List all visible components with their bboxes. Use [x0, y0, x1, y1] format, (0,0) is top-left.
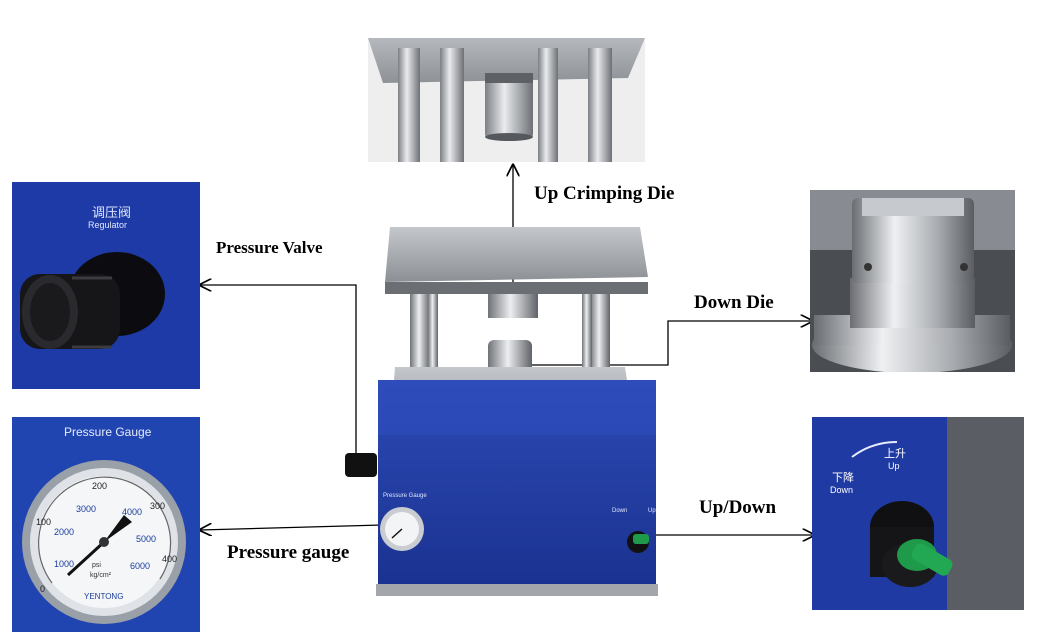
svg-text:100: 100: [36, 517, 51, 527]
gauge-panel-title: Pressure Gauge: [64, 425, 152, 439]
svg-text:4000: 4000: [122, 507, 142, 517]
pressure-valve-arrow: [200, 285, 357, 463]
svg-text:0: 0: [40, 584, 45, 594]
machine-switch-up: Up: [648, 508, 656, 514]
svg-text:5000: 5000: [136, 534, 156, 544]
svg-text:400: 400: [162, 554, 177, 564]
svg-text:YENTONG: YENTONG: [84, 592, 123, 601]
switch-knob-icon: [897, 539, 953, 576]
label-down-die: Down Die: [694, 292, 774, 313]
label-up-down: Up/Down: [699, 497, 777, 518]
switch-up-cn: 上升: [884, 448, 906, 460]
machine-gauge-label: Pressure Gauge: [383, 493, 427, 499]
down-die-photo: [810, 190, 1015, 372]
label-pressure-gauge: Pressure gauge: [227, 542, 350, 563]
gauge-needle-icon: [66, 540, 106, 577]
svg-text:6000: 6000: [130, 561, 150, 571]
svg-text:300: 300: [150, 501, 165, 511]
label-up-crimping-die: Up Crimping Die: [534, 183, 675, 204]
regulator-label-cn: 调压阀: [92, 205, 132, 220]
upper-die-photo: [368, 38, 645, 162]
svg-text:200: 200: [92, 481, 107, 491]
svg-text:3000: 3000: [76, 504, 96, 514]
regulator-knob-icon: [20, 252, 165, 349]
gauge-scale: [38, 476, 172, 584]
switch-down-en: Down: [830, 485, 854, 495]
regulator-photo: 调压阀 Regulator: [12, 182, 200, 389]
label-pressure-valve: Pressure Valve: [216, 238, 323, 257]
machine-switch-down: Down: [612, 508, 628, 514]
pressure-gauge-arrow: [200, 525, 384, 530]
svg-text:psi: psi: [92, 562, 101, 569]
switch-up-en: Up: [888, 461, 900, 471]
switch-down-cn: 下降: [832, 472, 854, 484]
svg-text:1000: 1000: [54, 559, 74, 569]
svg-text:2000: 2000: [54, 527, 74, 537]
svg-text:kg/cm²: kg/cm²: [90, 572, 112, 579]
machine-photo: Pressure Gauge Down Up: [340, 222, 660, 600]
switch-photo: 下降 Down 上升 Up: [812, 417, 1024, 610]
regulator-label-en: Regulator: [88, 220, 128, 230]
